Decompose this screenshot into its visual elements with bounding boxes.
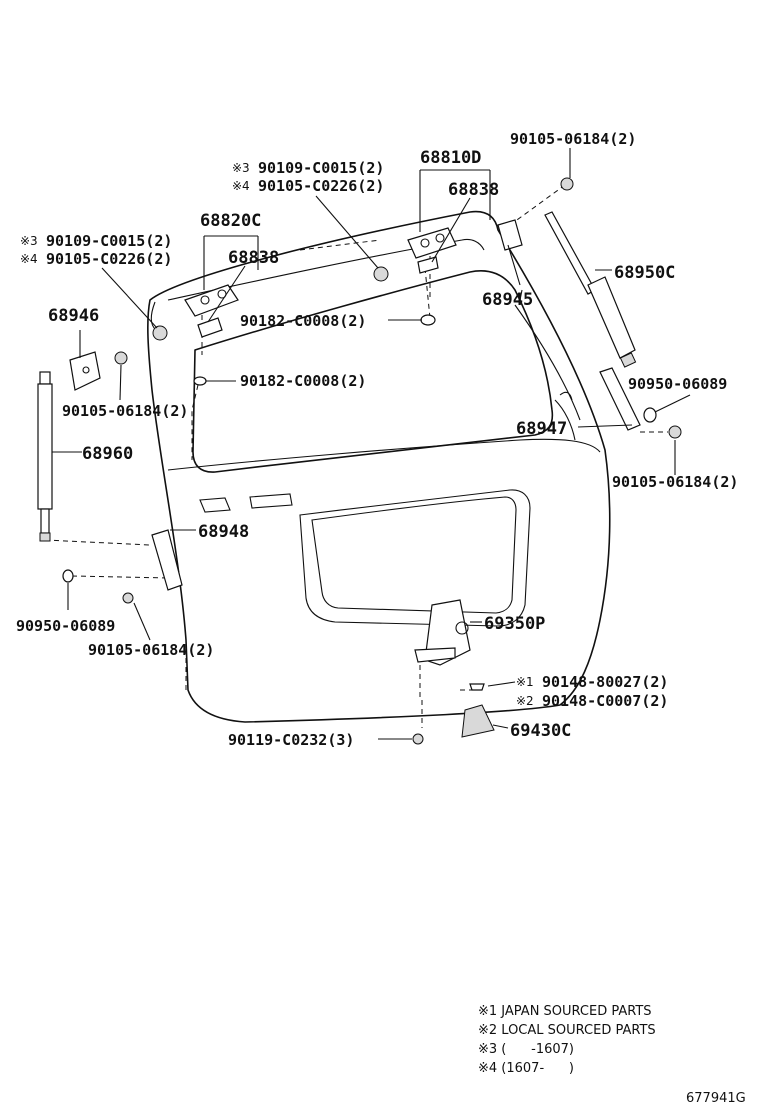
label-90105-06184-left: 90105-06184(2) — [62, 402, 188, 420]
label-68838-right: 68838 — [448, 180, 499, 200]
label-90105-06184-right: 90105-06184(2) — [612, 473, 738, 491]
label-68810D: 68810D — [420, 148, 481, 168]
diagram-code: 677941G — [686, 1091, 746, 1106]
bracket-68948 — [151, 529, 183, 591]
label-68945: 68945 — [482, 290, 533, 310]
label-68820C: 68820C — [200, 211, 261, 231]
label-90182-C0008-lower: 90182-C0008(2) — [240, 372, 366, 390]
bracket-68945 — [497, 219, 523, 251]
label-69350P: 69350P — [484, 614, 545, 634]
label-90148-80027: 90148-80027(2) — [542, 673, 668, 691]
legend-line-4: ※4 (1607- ) — [478, 1061, 574, 1076]
label-90105-06184-bottom-left: 90105-06184(2) — [88, 641, 214, 659]
mark-1: ※1 — [516, 675, 534, 689]
label-90182-C0008-upper: 90182-C0008(2) — [240, 312, 366, 330]
gas-strut-68950C — [544, 211, 637, 368]
mark-3-upper: ※3 — [232, 161, 250, 175]
label-90109-C0015-upper: 90109-C0015(2) — [258, 159, 384, 177]
legend-line-2: ※2 LOCAL SOURCED PARTS — [478, 1023, 656, 1038]
gas-strut-68960 — [37, 371, 53, 542]
legend-line-1: ※1 JAPAN SOURCED PARTS — [478, 1004, 652, 1019]
label-68838-left: 68838 — [228, 248, 279, 268]
cover-69430C — [461, 704, 495, 738]
label-68947: 68947 — [516, 419, 567, 439]
label-68946: 68946 — [48, 306, 99, 326]
label-90109-C0015-left: 90109-C0015(2) — [46, 232, 172, 250]
legend-line-3: ※3 ( -1607) — [478, 1042, 574, 1057]
label-90950-06089-left: 90950-06089 — [16, 617, 115, 635]
label-69430C: 69430C — [510, 721, 571, 741]
label-90105-C0226-left: 90105-C0226(2) — [46, 250, 172, 268]
hinge-68820C — [184, 284, 239, 338]
label-90950-06089-right: 90950-06089 — [628, 375, 727, 393]
mark-2: ※2 — [516, 694, 534, 708]
mark-3-left: ※3 — [20, 234, 38, 248]
label-90119-C0232: 90119-C0232(3) — [228, 731, 354, 749]
label-90105-06184-top-right: 90105-06184(2) — [510, 130, 636, 148]
bracket-68947 — [599, 367, 641, 431]
mark-4-left: ※4 — [20, 252, 38, 266]
label-leaders — [52, 148, 691, 740]
mark-4-upper: ※4 — [232, 179, 250, 193]
bracket-68946 — [69, 351, 101, 391]
part-labels: 90105-06184(2) 68810D 68838 ※3 90109-C00… — [16, 130, 738, 749]
bolts — [62, 177, 682, 745]
legend: ※1 JAPAN SOURCED PARTS ※2 LOCAL SOURCED … — [478, 1004, 656, 1076]
label-68950C: 68950C — [614, 263, 675, 283]
hinge-68810D — [407, 227, 457, 274]
label-68960: 68960 — [82, 444, 133, 464]
label-90148-C0007: 90148-C0007(2) — [542, 692, 668, 710]
label-68948: 68948 — [198, 522, 249, 542]
lock-69350P — [414, 599, 471, 666]
label-90105-C0226-upper: 90105-C0226(2) — [258, 177, 384, 195]
back-door-panel — [147, 210, 611, 723]
